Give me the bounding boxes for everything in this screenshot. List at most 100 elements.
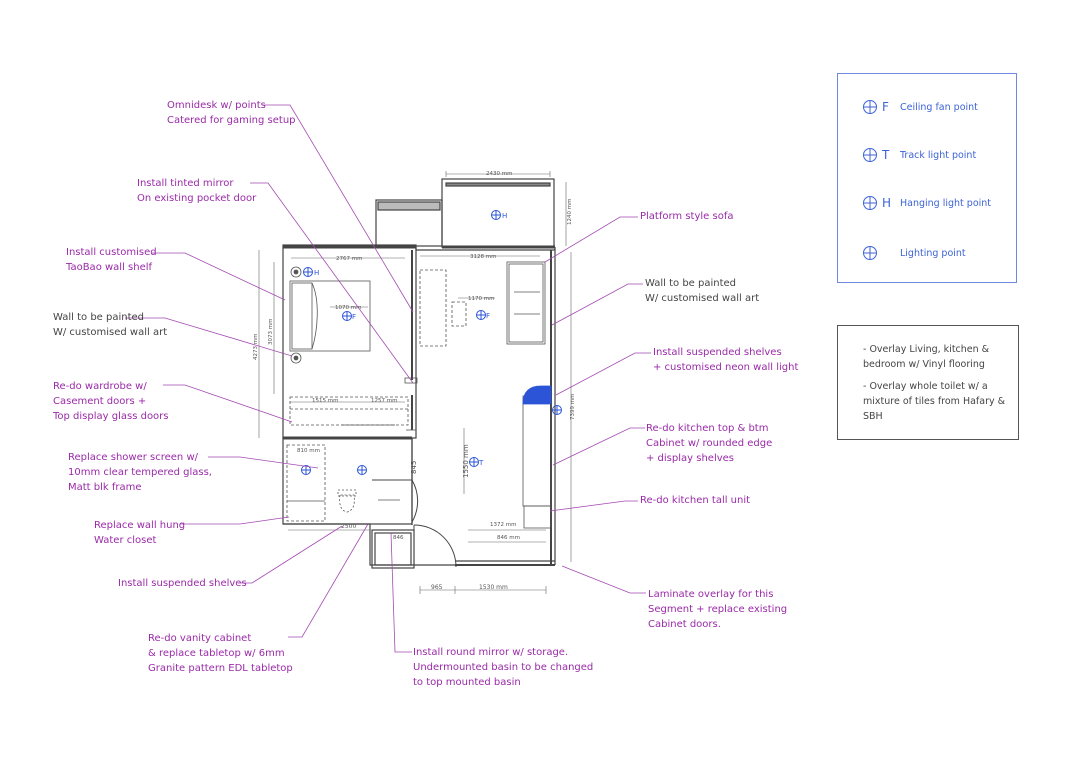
leader-lines	[125, 104, 651, 653]
annotation-tinted-mirror: Install tinted mirror On existing pocket…	[137, 176, 256, 206]
dim-living-width: 3128 mm	[470, 254, 496, 260]
dim-entry-965: 965	[431, 584, 443, 591]
annotation-suspended-shelves-toilet: Install suspended shelves	[118, 576, 247, 591]
annotation-line: Install tinted mirror	[137, 178, 234, 189]
annotation-line: Install customised	[66, 247, 157, 258]
dim-toilet-bottom: 2500	[341, 523, 356, 530]
dim-bed-width: 1070 mm	[335, 305, 361, 311]
annotation-vanity: Re-do vanity cabinet & replace tabletop …	[148, 631, 293, 676]
crosshair-circle-icon	[863, 100, 877, 114]
dim-toilet-top: 810 mm	[297, 448, 320, 454]
annotation-line: Install suspended shelves	[118, 578, 247, 589]
annotation-line: to top mounted basin	[413, 677, 521, 688]
annotation-line: Wall to be painted	[645, 278, 737, 289]
dim-overall-depth: 7399 mm	[570, 394, 576, 420]
doors	[341, 436, 457, 568]
annotation-laminate: Laminate overlay for this Segment + repl…	[648, 587, 787, 632]
bedroom-fan-icon	[342, 311, 352, 321]
toilet-lighting-icon-a	[301, 465, 311, 475]
annotation-line: Replace wall hung	[94, 520, 186, 531]
annotation-line: Re-do wardrobe w/	[53, 381, 147, 392]
annotation-line: Top display glass doors	[53, 411, 169, 422]
legend-symbol	[862, 245, 900, 261]
dim-kitchen-1372: 1372 mm	[490, 522, 516, 528]
annotation-line: Replace shower screen w/	[68, 452, 198, 463]
furniture	[286, 261, 552, 529]
annotation-line: Wall to be painted	[53, 312, 145, 323]
bedroom-f-symbol-letter: F	[352, 313, 356, 321]
dimension-lines	[258, 171, 572, 594]
dim-balcony-width: 2430 mm	[486, 171, 512, 177]
dim-wardrobe-a: 1515 mm	[312, 398, 338, 404]
crosshair-circle-icon	[863, 196, 877, 210]
annotation-wardrobe: Re-do wardrobe w/ Casement doors + Top d…	[53, 379, 169, 424]
kitchen-lighting-icon	[552, 405, 562, 415]
dim-vanity-small: 846	[393, 535, 404, 541]
living-fan-icon	[476, 310, 486, 320]
symbol-legend: F Ceiling fan point T Track light point …	[837, 73, 1017, 283]
annotation-kitchen-tall: Re-do kitchen tall unit	[640, 493, 750, 508]
annotation-line: Matt blk frame	[68, 482, 142, 493]
legend-label: Lighting point	[900, 247, 966, 259]
annotation-kitchen-top: Re-do kitchen top & btm Cabinet w/ round…	[646, 421, 772, 466]
balcony-hanging-light-icon	[491, 210, 501, 220]
legend-symbol: T	[862, 147, 900, 163]
legend-letter: H	[882, 196, 892, 210]
annotation-omnidesk: Omnidesk w/ points Catered for gaming se…	[167, 98, 296, 128]
dim-wardrobe-b: 1257 mm	[371, 398, 397, 404]
toilet-lighting-icon-b	[357, 465, 367, 475]
annotation-line: Granite pattern EDL tabletop	[148, 663, 293, 674]
annotation-line: Omnidesk w/ points	[167, 100, 266, 111]
legend-row-lighting-point: Lighting point	[862, 244, 966, 262]
walls	[282, 178, 556, 569]
annotation-line: Install suspended shelves	[653, 347, 782, 358]
legend-label: Track light point	[900, 149, 977, 161]
annotation-line: Segment + replace existing	[648, 604, 788, 615]
annotation-line: Re-do kitchen top & btm	[646, 423, 769, 434]
plan-light-symbols	[301, 210, 562, 475]
legend-letter: F	[882, 100, 889, 114]
dim-desk-width: 1170 mm	[468, 296, 494, 302]
legend-row-ceiling-fan: F Ceiling fan point	[862, 98, 978, 116]
dimension-labels: 2430 mm 1240 mm 2767 mm 3128 mm 1170 mm …	[253, 171, 576, 591]
annotation-line: 10mm clear tempered glass,	[68, 467, 212, 478]
dim-bedroom-width: 2767 mm	[336, 256, 362, 262]
legend-row-hanging-light: H Hanging light point	[862, 194, 991, 212]
bedroom-h-symbol-letter: H	[314, 269, 319, 277]
dim-corridor-845: 845	[410, 461, 418, 474]
dim-bedroom-depth-b: 3073 mm	[268, 319, 274, 345]
dim-balcony-depth: 1240 mm	[567, 199, 573, 225]
annotation-round-mirror: Install round mirror w/ storage. Undermo…	[413, 645, 593, 690]
annotation-line: & replace tabletop w/ 6mm	[148, 648, 285, 659]
living-f-symbol-letter: F	[486, 312, 490, 320]
note-item: - Overlay Living, kitchen & bedroom w/ V…	[863, 344, 990, 370]
legend-symbol: F	[862, 99, 900, 115]
dim-kitchen-846: 846 mm	[497, 535, 520, 541]
annotation-line: + customised neon wall light	[653, 362, 799, 373]
legend-row-track-light: T Track light point	[862, 146, 976, 164]
legend-letter: T	[882, 148, 890, 162]
crosshair-circle-icon	[863, 246, 877, 260]
annotation-suspended-shelves-neon: Install suspended shelves + customised n…	[653, 345, 798, 375]
annotation-line: Cabinet w/ rounded edge	[646, 438, 773, 449]
balcony-symbol-letter: H	[502, 212, 507, 220]
annotation-line: Laminate overlay for this	[648, 589, 774, 600]
legend-label: Hanging light point	[900, 197, 992, 209]
annotation-line: W/ customised wall art	[645, 293, 760, 304]
flooring-notes: - Overlay Living, kitchen & bedroom w/ V…	[837, 325, 1019, 440]
annotation-line: Catered for gaming setup	[167, 115, 296, 126]
annotation-line: Re-do vanity cabinet	[148, 633, 252, 644]
living-t-symbol-letter: T	[478, 459, 484, 467]
living-track-light-icon	[469, 457, 479, 467]
annotation-line: Casement doors +	[53, 396, 147, 407]
annotation-platform-sofa: Platform style sofa	[640, 209, 734, 224]
legend-symbol: H	[862, 195, 900, 211]
dim-entry-1530: 1530 mm	[479, 584, 508, 591]
annotation-line: + display shelves	[646, 453, 735, 464]
plan-symbol-letters: H H F F T	[314, 212, 507, 467]
crosshair-circle-icon	[863, 148, 877, 162]
annotation-water-closet: Replace wall hung Water closet	[94, 518, 185, 548]
bedroom-hanging-light-icon	[303, 267, 313, 277]
annotation-line: Undermounted basin to be changed	[413, 662, 594, 673]
